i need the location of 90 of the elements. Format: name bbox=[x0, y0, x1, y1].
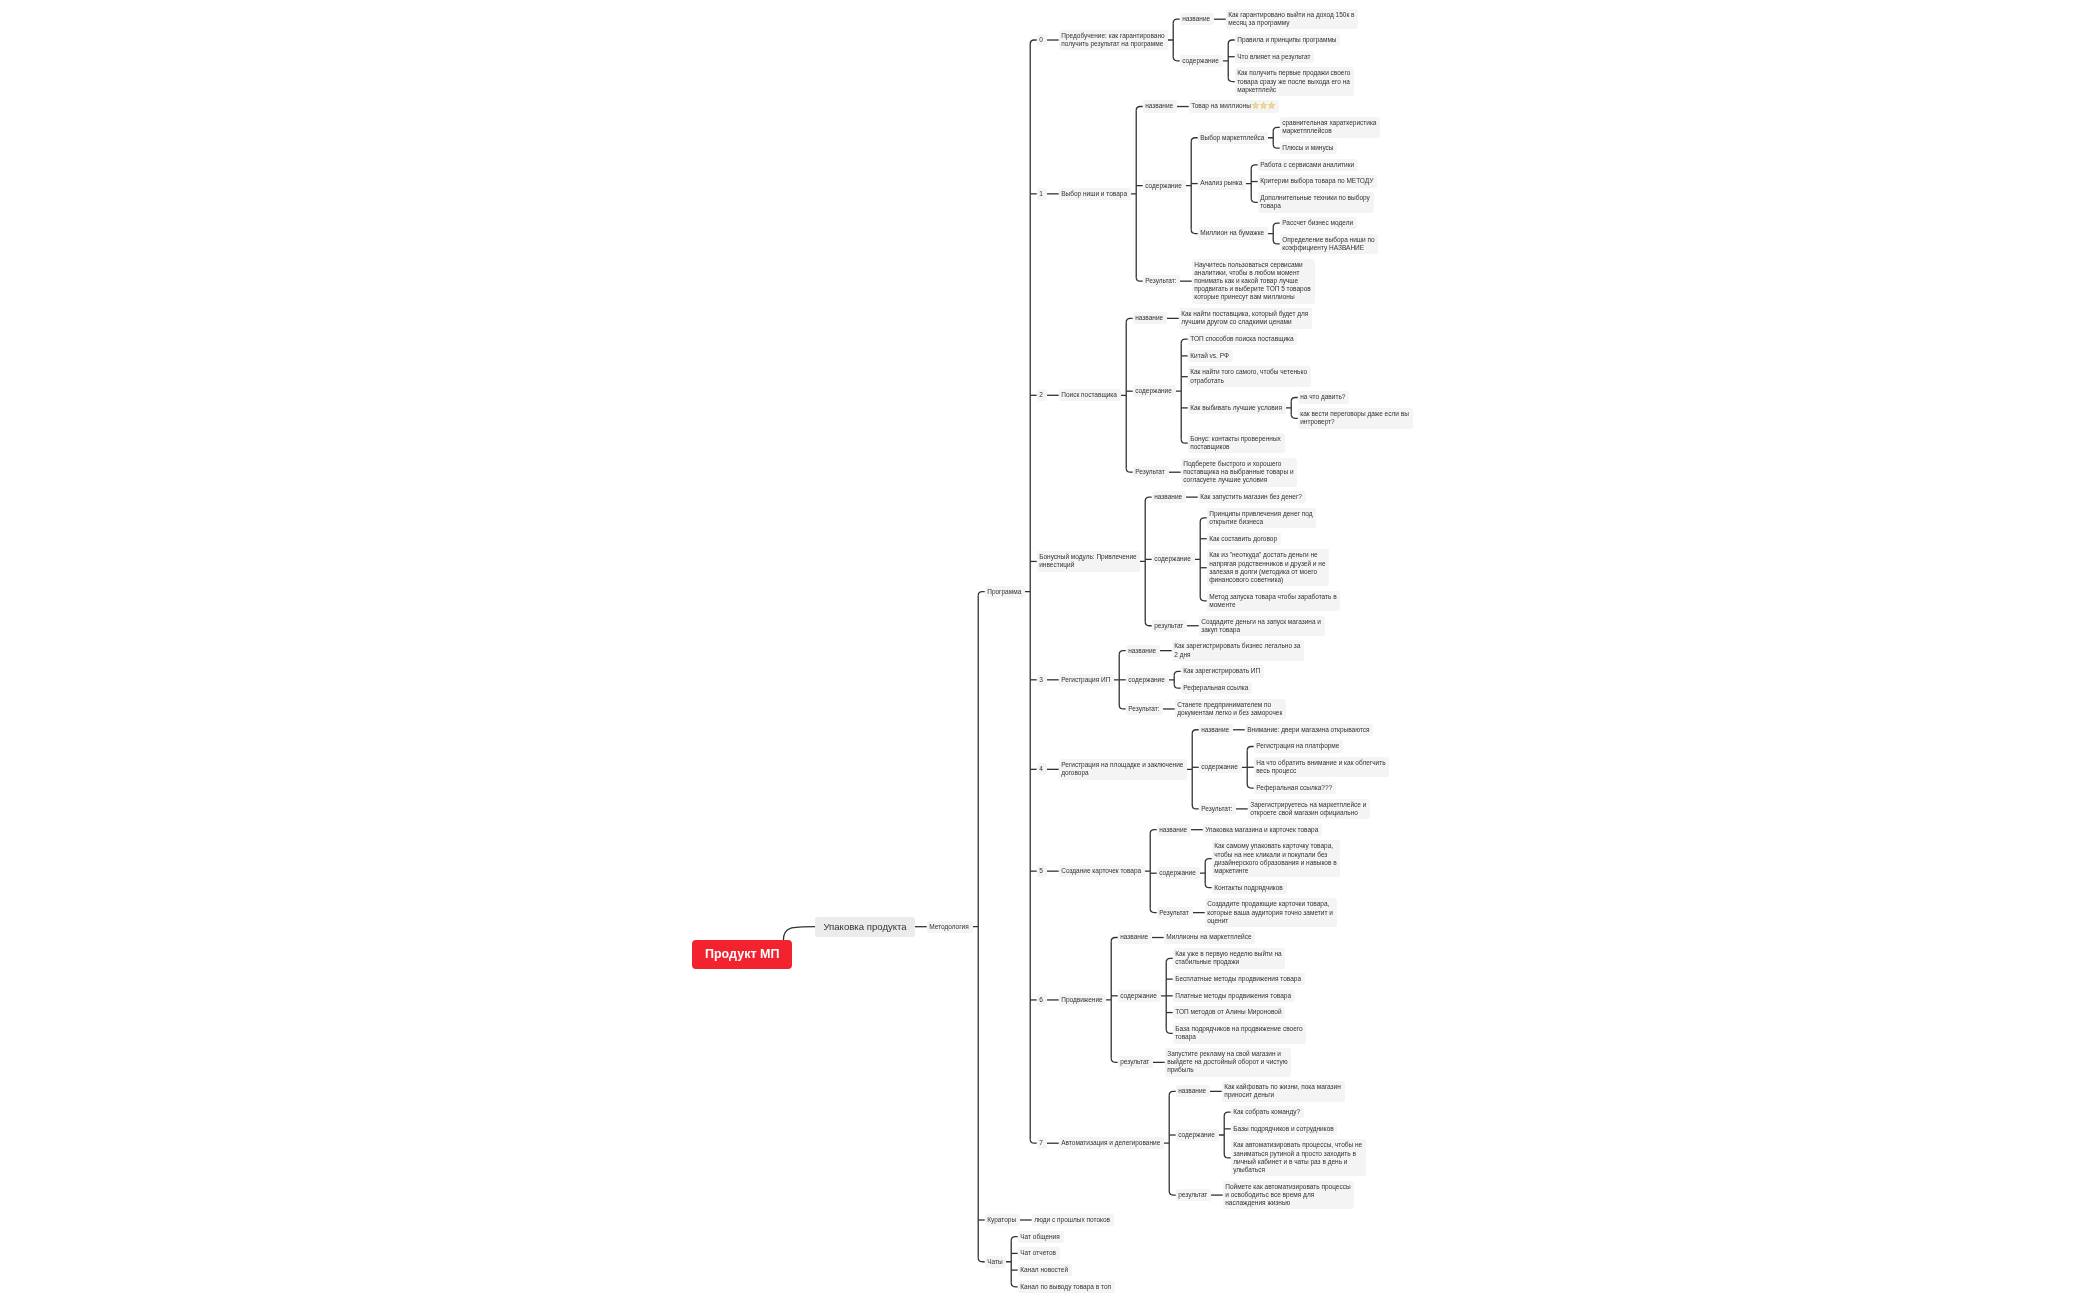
connector-line bbox=[1118, 679, 1127, 681]
connector-line bbox=[1139, 500, 1146, 623]
connector-line bbox=[1267, 226, 1274, 241]
connector-line bbox=[1120, 321, 1127, 469]
connector-line bbox=[1223, 1153, 1232, 1159]
connector-line bbox=[1199, 517, 1208, 523]
connector-line bbox=[1167, 22, 1174, 58]
connector-line bbox=[1160, 961, 1167, 1030]
connector-line bbox=[1210, 1194, 1224, 1196]
connector-line bbox=[1245, 168, 1252, 199]
connector-line bbox=[1165, 995, 1174, 997]
connector-line bbox=[1246, 783, 1255, 789]
connector-line bbox=[1019, 1219, 1033, 1221]
connector-line bbox=[1290, 413, 1299, 419]
connector-line bbox=[1149, 872, 1158, 874]
connector-line bbox=[1227, 56, 1236, 58]
connector-line bbox=[1135, 276, 1144, 282]
connector-line bbox=[1165, 978, 1174, 980]
connector-line bbox=[1144, 496, 1153, 502]
central-topic: Продукт МП bbox=[692, 940, 793, 970]
subtopic bbox=[1188, 100, 1279, 113]
connector-line bbox=[1186, 733, 1193, 806]
connector-line bbox=[1029, 999, 1038, 1001]
connector-line bbox=[1162, 708, 1176, 710]
connector-line bbox=[1190, 137, 1199, 143]
connector-line bbox=[1180, 438, 1189, 444]
connector-line bbox=[1005, 1240, 1012, 1284]
connector-line bbox=[1185, 141, 1192, 231]
connector-line bbox=[977, 1219, 986, 1221]
connector-line bbox=[1173, 683, 1182, 689]
connector-line bbox=[1272, 222, 1281, 228]
connector-line bbox=[1185, 496, 1199, 498]
connector-line bbox=[1105, 940, 1112, 1059]
connector-line bbox=[1144, 558, 1153, 561]
connector-line bbox=[1029, 768, 1038, 770]
connector-line bbox=[1130, 109, 1137, 278]
connector-line bbox=[1227, 39, 1236, 45]
connector-line bbox=[1272, 239, 1281, 245]
connector-line bbox=[1246, 766, 1255, 768]
connector-line bbox=[1029, 394, 1038, 396]
connector-line bbox=[1168, 1134, 1177, 1136]
main-topic: Упаковка продукта bbox=[815, 916, 915, 937]
connector-line bbox=[1010, 1252, 1019, 1255]
connector-line bbox=[1267, 130, 1274, 145]
connector-line bbox=[1199, 567, 1208, 569]
connector-line bbox=[1029, 679, 1038, 681]
connector-line bbox=[782, 926, 817, 941]
connector-line bbox=[1029, 39, 1038, 45]
connector-line bbox=[1110, 936, 1119, 943]
connector-line bbox=[1024, 43, 1031, 1140]
connector-line bbox=[1165, 1011, 1174, 1014]
connector-line bbox=[1135, 105, 1144, 112]
connector-line bbox=[1029, 870, 1038, 872]
connector-line bbox=[1180, 407, 1189, 409]
connector-line bbox=[1029, 1138, 1038, 1144]
connector-line bbox=[1135, 185, 1144, 187]
connector-line bbox=[1125, 390, 1134, 392]
connector-line bbox=[1191, 804, 1200, 810]
connector-line bbox=[1199, 862, 1206, 885]
connector-line bbox=[1241, 749, 1248, 785]
connector-line bbox=[1113, 654, 1120, 706]
connector-line bbox=[1175, 342, 1182, 440]
connector-line bbox=[1180, 355, 1189, 357]
connector-line bbox=[1046, 999, 1060, 1001]
connector-line bbox=[1223, 1128, 1232, 1130]
connector-line bbox=[1190, 182, 1199, 185]
connector-line bbox=[1285, 400, 1292, 415]
connector-line bbox=[1110, 995, 1119, 997]
connector-line bbox=[1118, 704, 1127, 710]
connector-line bbox=[1144, 833, 1151, 910]
connector-line bbox=[1029, 193, 1038, 195]
connector-line bbox=[1125, 467, 1134, 473]
connector-line bbox=[1199, 538, 1208, 540]
connector-line bbox=[977, 590, 986, 597]
connector-line bbox=[1163, 1094, 1170, 1192]
connector-line bbox=[1046, 39, 1060, 41]
connector-line bbox=[1218, 1115, 1225, 1155]
connector-line bbox=[972, 594, 979, 1259]
connector-line bbox=[1180, 376, 1189, 378]
connector-line bbox=[1250, 180, 1259, 183]
connector-line bbox=[1191, 729, 1200, 735]
connector-line bbox=[1222, 43, 1229, 79]
connector-line bbox=[1235, 808, 1249, 810]
connector-line bbox=[1272, 143, 1281, 149]
connector-line bbox=[1191, 766, 1200, 768]
connector-line bbox=[1250, 164, 1259, 170]
connector-line bbox=[1029, 560, 1038, 563]
connector-line bbox=[1010, 1269, 1019, 1271]
connector-line bbox=[1194, 521, 1201, 598]
connector-line bbox=[1168, 1190, 1177, 1196]
